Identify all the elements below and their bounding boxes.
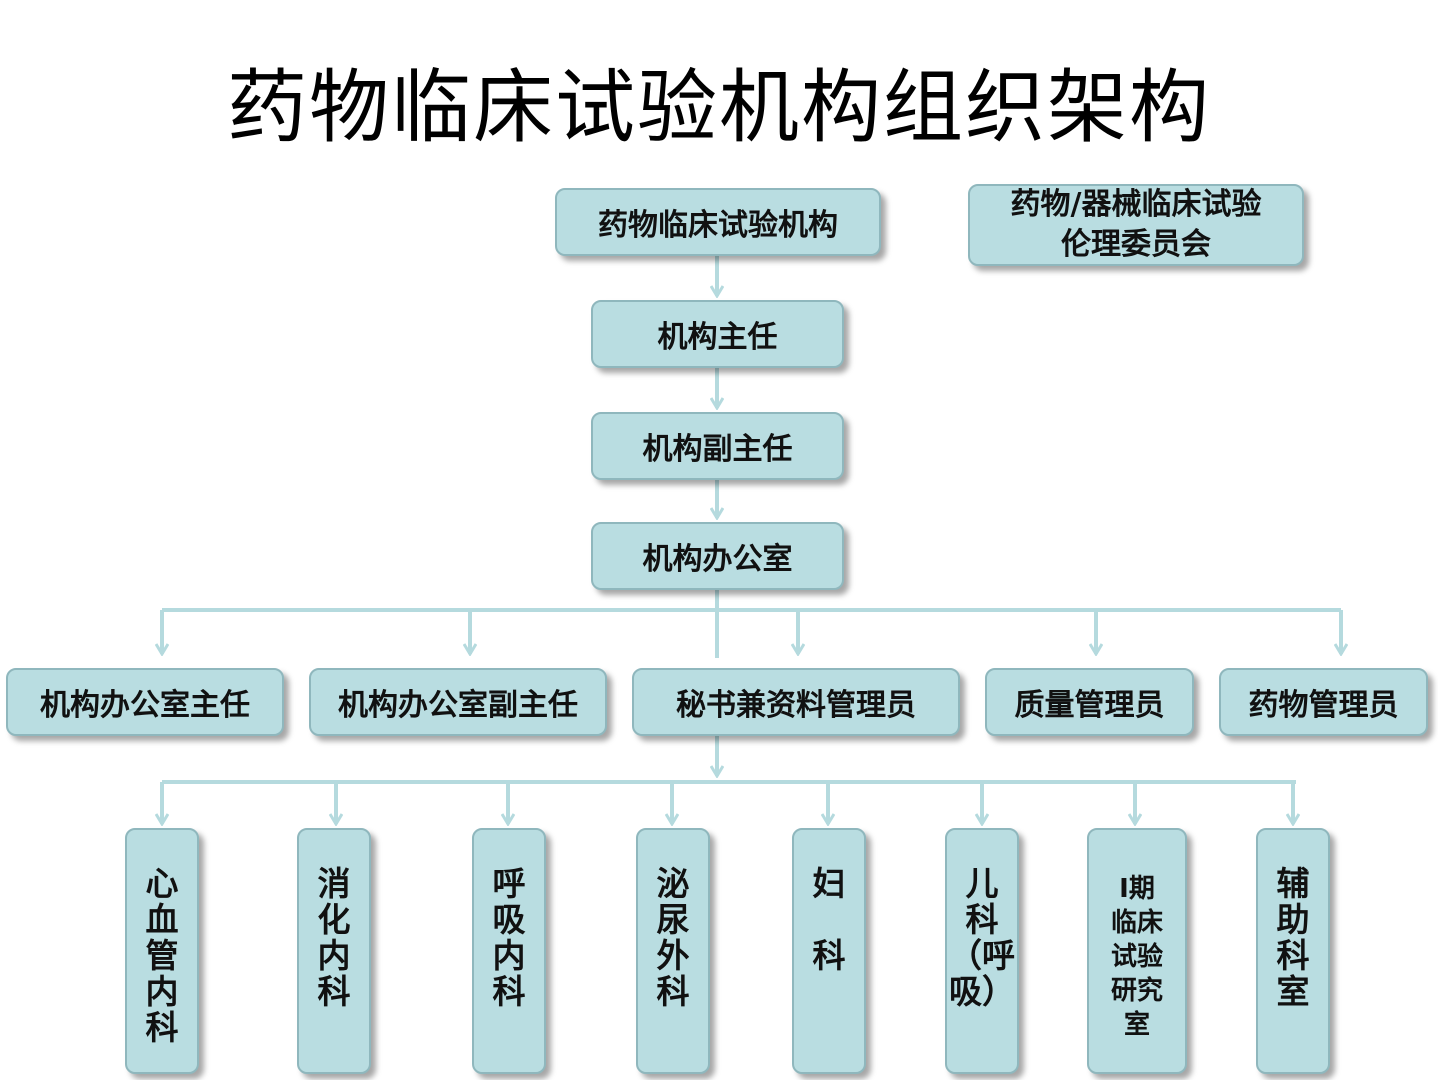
dept-urology: 泌 尿 外 科 [636,828,710,1074]
node-deputy-director: 机构副主任 [591,412,844,480]
node-office-deputy-director: 机构办公室副主任 [309,668,607,736]
node-office-director: 机构办公室主任 [6,668,284,736]
node-institution: 药物临床试验机构 [555,188,881,256]
dept-pediatrics-respiratory: 儿 科 （呼 吸） [945,828,1019,1074]
node-secretary: 秘书兼资料管理员 [632,668,960,736]
dept-phase1-research: Ⅰ期 临床 试验 研究 室 [1087,828,1187,1074]
dept-gynecology: 妇 科 [792,828,866,1074]
node-quality-manager: 质量管理员 [985,668,1194,736]
page-title: 药物临床试验机构组织架构 [227,61,1211,154]
node-drug-manager: 药物管理员 [1219,668,1428,736]
node-director: 机构主任 [591,300,844,368]
ethics-line-2: 伦理委员会 [1061,227,1211,262]
ethics-line-1: 药物/器械临床试验 [1010,187,1262,222]
dept-cardiology: 心 血 管 内 科 [125,828,199,1074]
dept-gastroenterology: 消 化 内 科 [297,828,371,1074]
node-ethics-committee: 药物/器械临床试验 伦理委员会 [968,184,1304,266]
node-office: 机构办公室 [591,522,844,590]
dept-auxiliary: 辅 助 科 室 [1256,828,1330,1074]
dept-respiratory: 呼 吸 内 科 [472,828,546,1074]
